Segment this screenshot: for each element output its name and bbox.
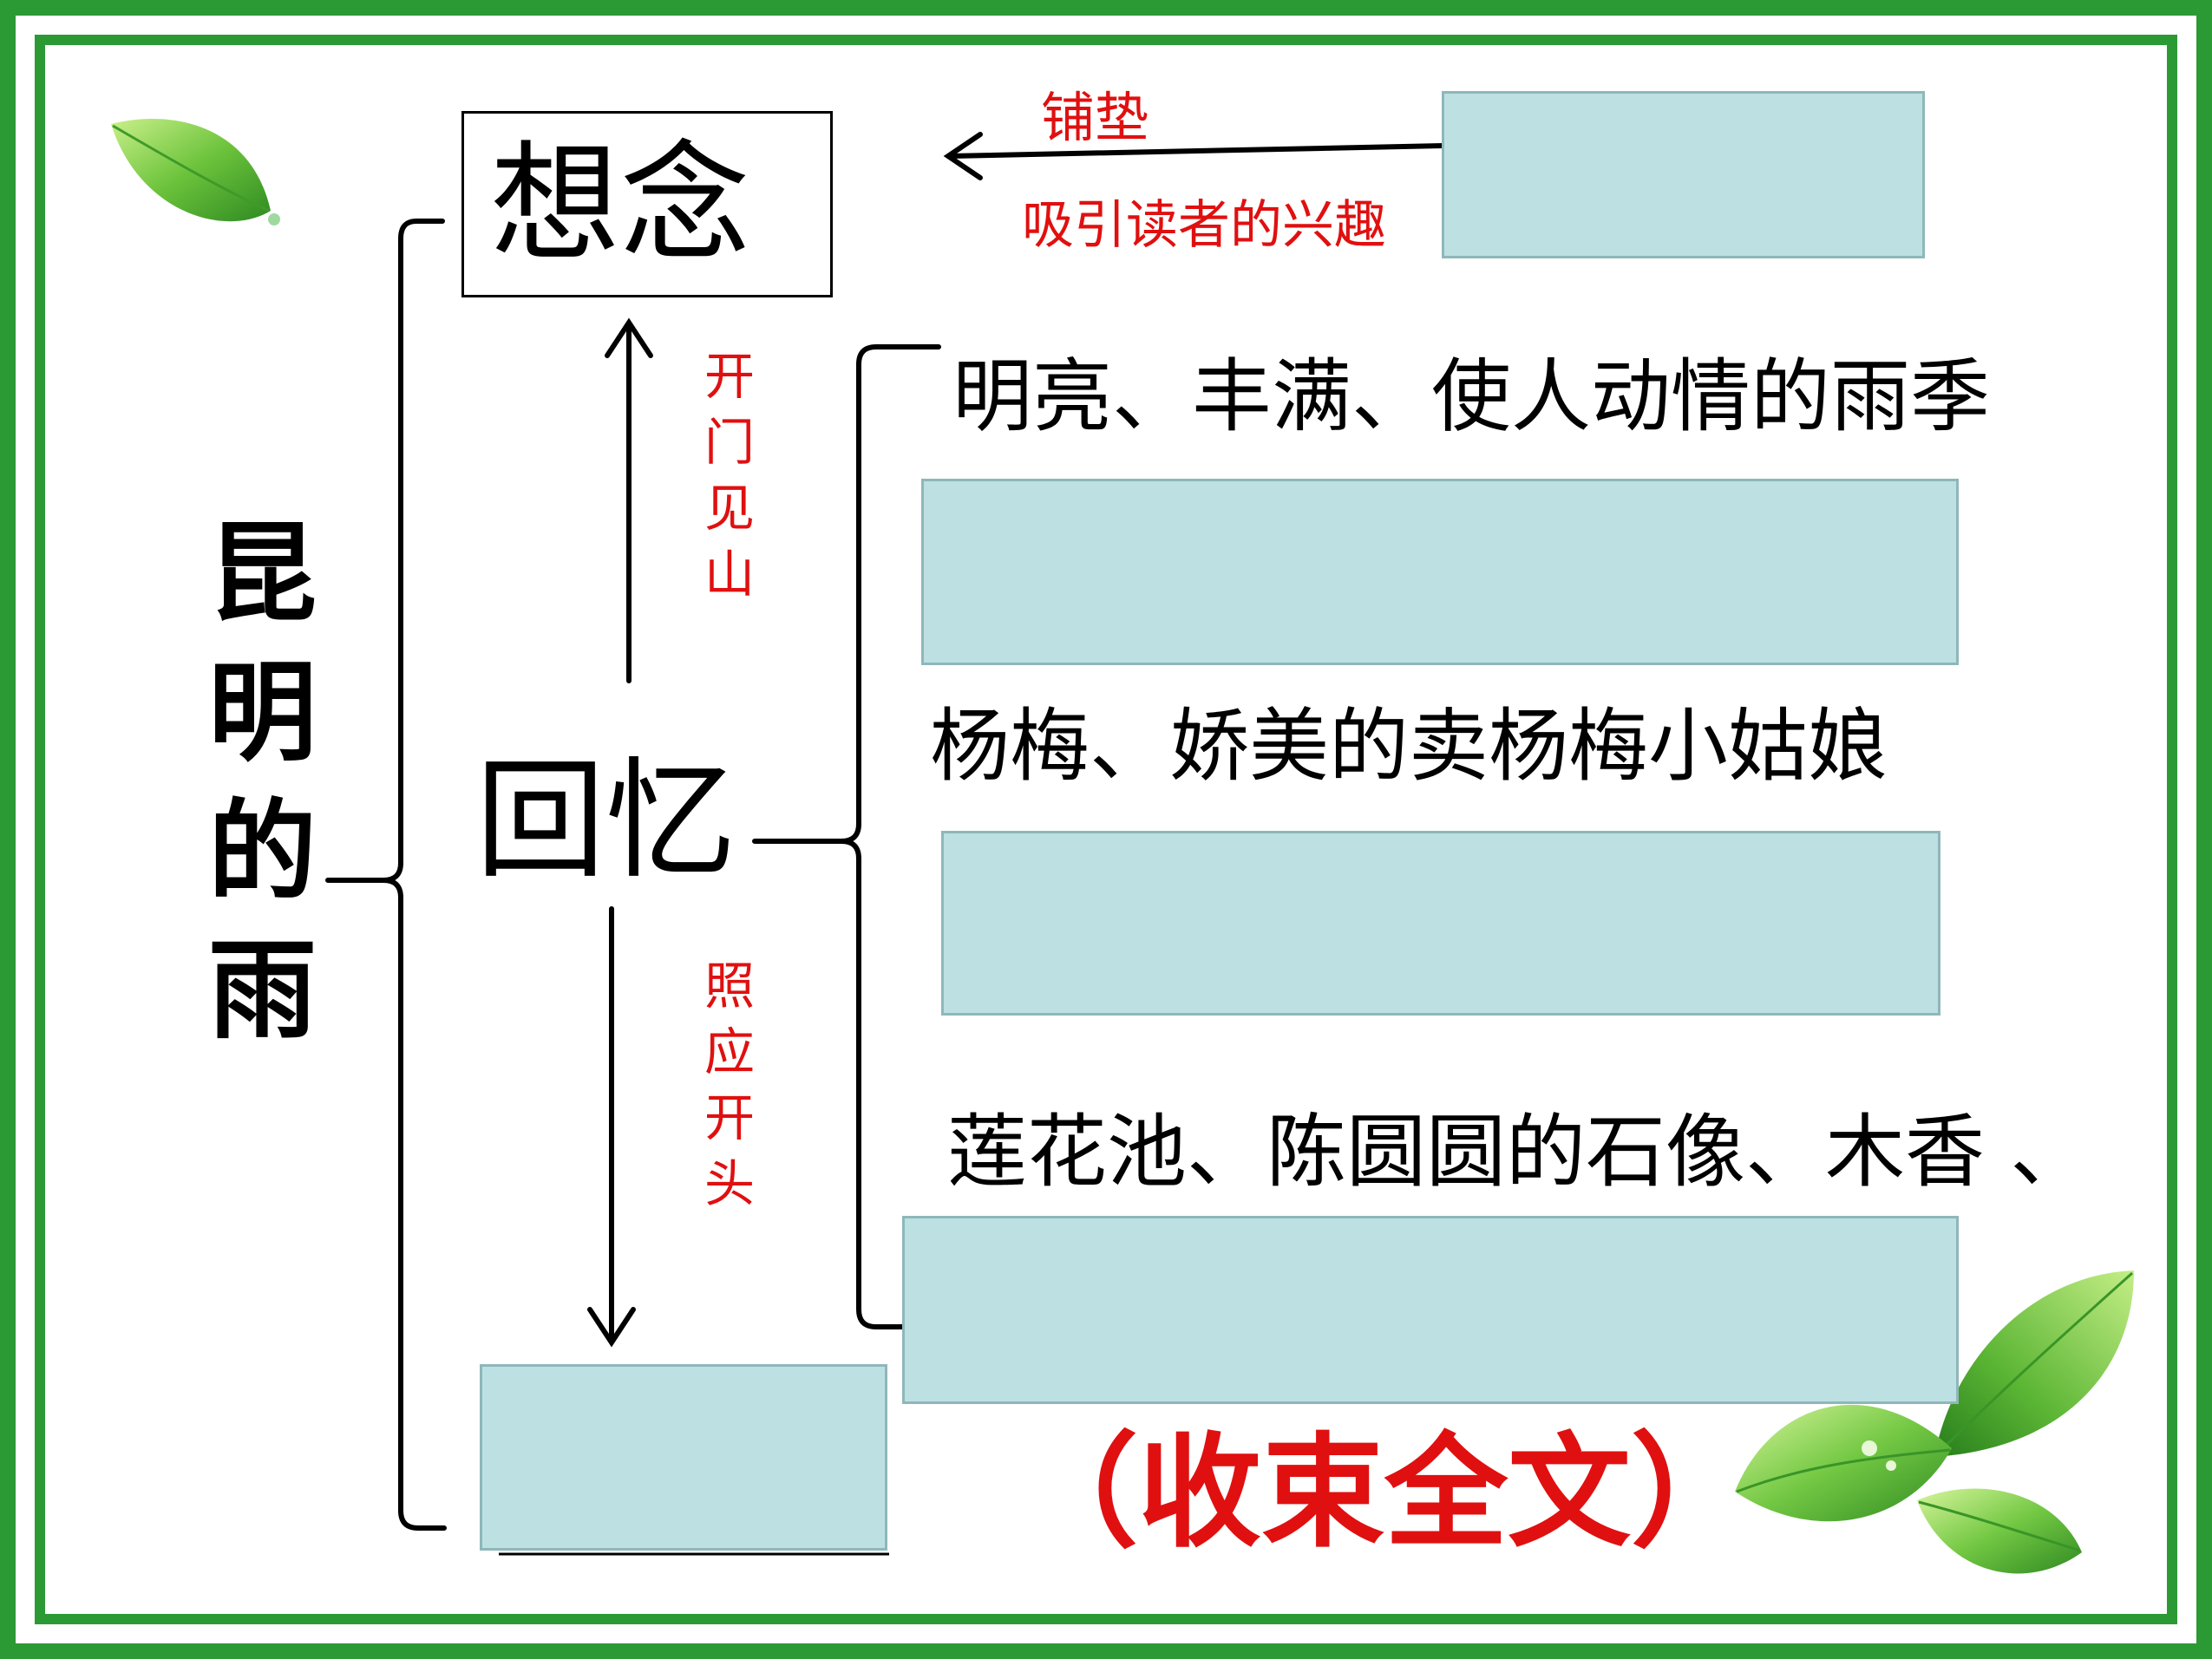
memory-node: 回忆 [475,746,736,897]
arrow-label-attract: 吸引读者的兴趣 [1022,195,1386,256]
down-label-char: 头 [704,1154,756,1213]
up-label-char: 开 [704,347,756,406]
title-char: 的 [208,788,317,915]
answer-box-3[interactable] [902,1216,1959,1404]
left-brace [325,219,445,883]
right-brace [752,344,941,844]
up-label-char: 见 [704,479,756,538]
title-char: 昆 [208,511,317,637]
answer-box-conclusion[interactable] [480,1364,887,1551]
title-char: 雨 [208,927,317,1054]
memory-item-1: 明亮、丰满、使人动情的雨季 [952,350,1991,443]
inner-border [35,35,2177,1624]
up-label-char: 山 [704,545,756,604]
conclusion-note: （收束全文） [1015,1421,1754,1564]
down-label-char: 应 [704,1022,756,1081]
title-char: 明 [208,650,317,776]
memory-item-2: 杨梅、娇美的卖杨梅小姑娘 [930,700,1888,793]
down-label-char: 开 [704,1088,756,1147]
answer-box-1[interactable] [921,479,1959,665]
diagram-title: 昆 明 的 雨 [208,520,317,1045]
answer-box-top-right[interactable] [1442,91,1925,258]
up-arrow-label: 开 门 见 山 [704,351,755,599]
longing-label: 想念 [490,129,751,280]
longing-node: 想念 [461,111,833,297]
answer-box-2[interactable] [941,831,1940,1016]
arrow-label-setup: 铺垫 [1041,86,1149,149]
down-arrow-label: 照 应 开 头 [704,961,755,1209]
leaf-icon [111,119,280,225]
up-label-char: 门 [704,413,756,472]
arrow-to-longing [947,143,1447,159]
memory-item-3: 莲花池、陈圆圆的石像、木香 、 [947,1106,2091,1199]
down-label-char: 照 [704,957,756,1016]
